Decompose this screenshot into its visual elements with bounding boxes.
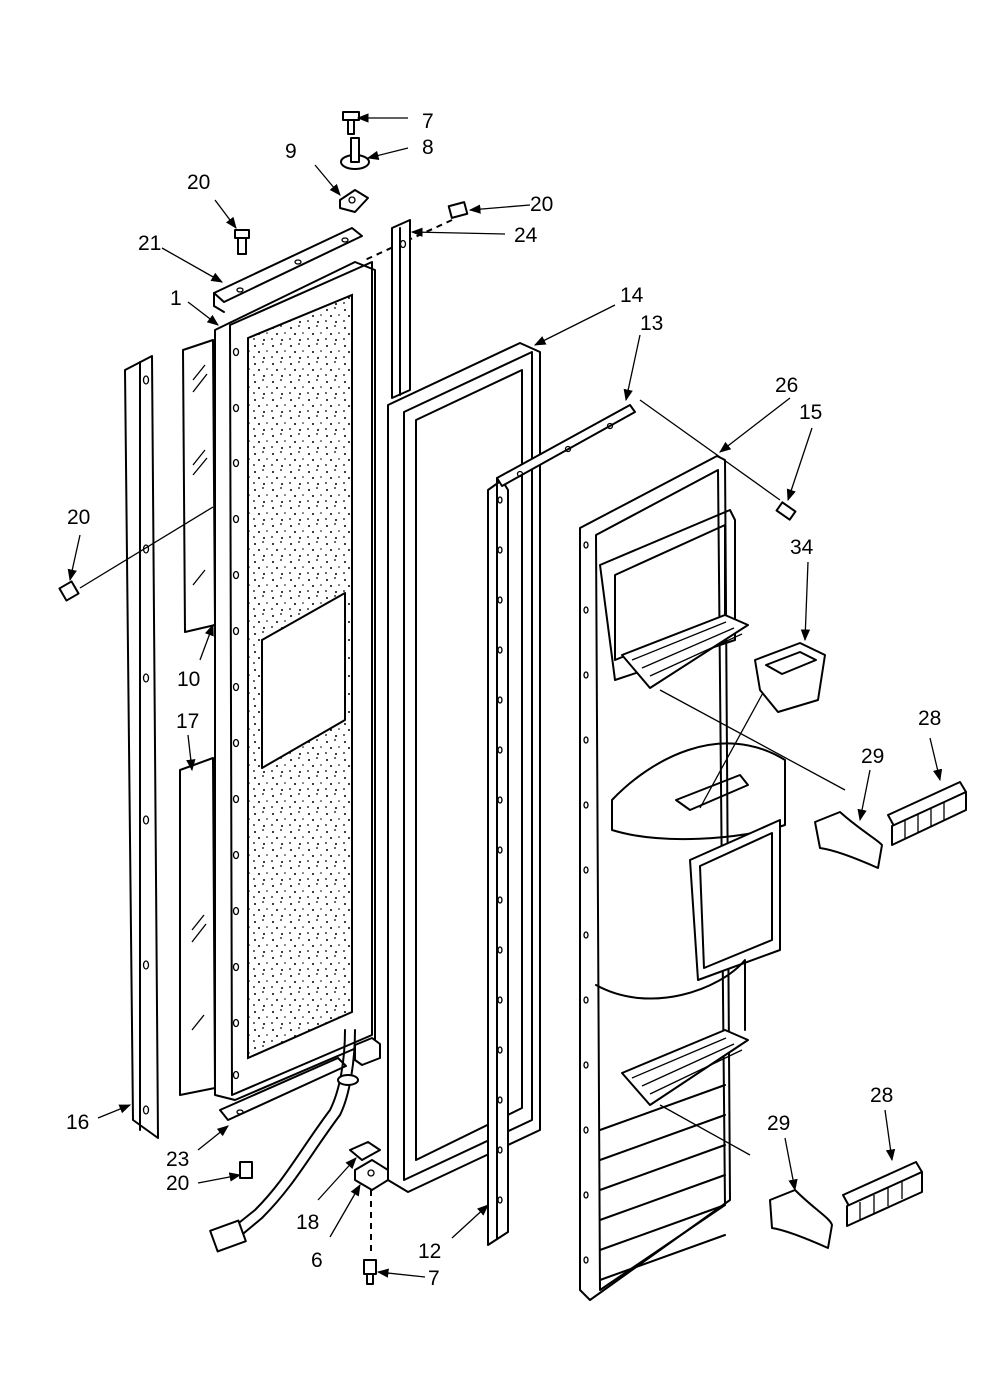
glass-panel-lower-part: [179, 757, 216, 1096]
screw-left-part: [58, 506, 214, 602]
bottom-hinge-bracket-part: [219, 1057, 347, 1121]
callout-17: 17: [176, 710, 199, 733]
dispenser-cup-part: [754, 642, 826, 713]
callout-34: 34: [790, 536, 814, 559]
screw-top-right-part: [364, 201, 469, 261]
hinge-pin-part: [340, 137, 370, 170]
callout-7-bottom: 7: [428, 1267, 440, 1290]
callout-9: 9: [285, 140, 297, 163]
callout-20-bottom: 20: [166, 1172, 189, 1195]
callout-14: 14: [620, 284, 644, 307]
callout-23: 23: [166, 1148, 189, 1171]
hinge-side-strip-part: [487, 479, 509, 1246]
callout-24: 24: [514, 224, 538, 247]
bottom-hinge-shim-part: [349, 1141, 381, 1161]
shelf-cap-lower-part: [769, 1189, 833, 1249]
callout-28-lower: 28: [870, 1084, 893, 1107]
screw-bottom-part: [239, 1161, 253, 1179]
callout-20-top-right: 20: [530, 193, 553, 216]
top-hinge-part: [339, 189, 369, 213]
callout-1: 1: [170, 287, 182, 310]
hinge-screw-top-part: [342, 111, 360, 135]
vertical-seal-strip-part: [391, 219, 411, 399]
callout-arrows: [67, 113, 943, 1278]
top-rail-part: [496, 404, 636, 491]
glass-panel-upper-part: [182, 339, 216, 633]
callout-18: 18: [296, 1211, 319, 1234]
bottom-mount-block-part: [354, 1037, 381, 1066]
inner-door-liner-part: [579, 399, 846, 1301]
door-panel-hinge-holes: [232, 347, 240, 1080]
callout-10: 10: [177, 668, 200, 691]
screw-right-part: [775, 501, 797, 521]
door-panel-part: [214, 261, 376, 1101]
bottom-hinge-part: [354, 1159, 389, 1255]
bottom-hinge-screw-part: [363, 1259, 377, 1285]
shelf-bar-lower-part: [842, 1161, 923, 1227]
callout-26: 26: [775, 374, 798, 397]
callout-21: 21: [138, 232, 161, 255]
hinge-side-strip-holes: [497, 496, 503, 1204]
callout-15: 15: [799, 401, 822, 424]
callout-28-upper: 28: [918, 707, 941, 730]
screw-top-left-part: [234, 229, 250, 255]
callout-7-top: 7: [422, 110, 434, 133]
callout-labels: 7 8 9 20 20 21 24 1 14 13 26 15 20 34 10…: [66, 110, 941, 1290]
callout-29-upper: 29: [861, 745, 884, 768]
callout-12: 12: [418, 1240, 441, 1263]
callout-20-top-left: 20: [187, 171, 210, 194]
callout-29-lower: 29: [767, 1112, 790, 1135]
shelf-cap-upper-part: [814, 811, 883, 869]
callout-13: 13: [640, 312, 663, 335]
callout-16: 16: [66, 1111, 89, 1134]
wire-harness-part: [209, 1029, 359, 1253]
inner-liner-side-holes: [583, 541, 589, 1264]
shelf-bar-upper-part: [887, 781, 967, 846]
callout-8: 8: [422, 136, 434, 159]
door-trim-strip-part: [124, 355, 159, 1139]
callout-6: 6: [311, 1249, 323, 1272]
top-hinge-bracket-part: [213, 227, 363, 313]
callout-20-left: 20: [67, 506, 90, 529]
